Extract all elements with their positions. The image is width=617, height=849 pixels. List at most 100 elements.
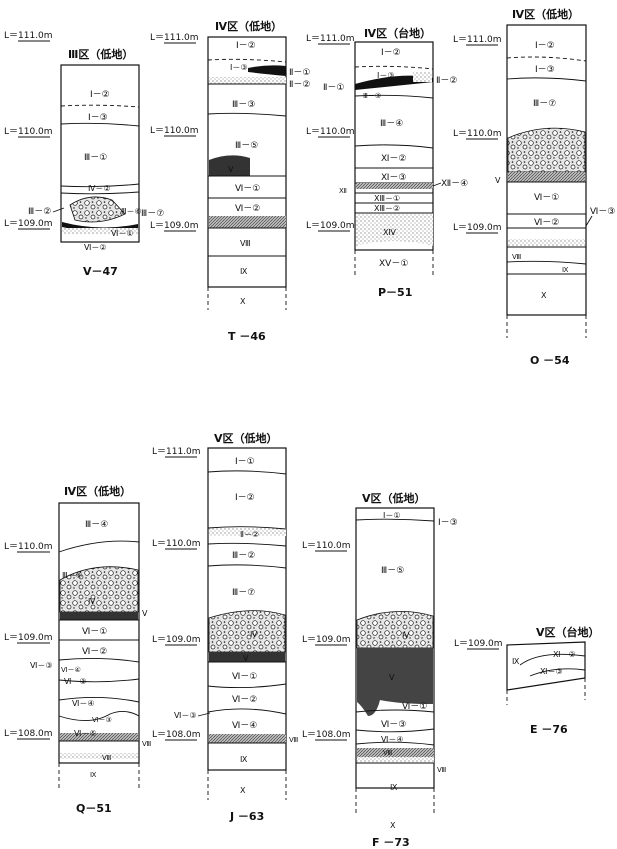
- layer-label: Ⅲ－④: [380, 119, 403, 129]
- layer-label: Ⅰ－③: [230, 63, 248, 72]
- boundary: [60, 122, 140, 127]
- layer-label: Ⅵ－③: [30, 661, 53, 670]
- layer-label: Ⅰ－③: [88, 113, 108, 123]
- column-label: T －46: [228, 330, 266, 343]
- column-title: Ⅴ区（低地）: [362, 491, 426, 505]
- layer-label: Ⅵ－①: [82, 627, 107, 637]
- gravel-layer: [59, 566, 139, 613]
- dotted-layer: [357, 757, 434, 763]
- column-title: Ⅴ区（台地）: [536, 625, 600, 639]
- column-label: E －76: [530, 723, 568, 736]
- elevation-label: L＝110.0m: [150, 126, 199, 136]
- layer-label: Ⅲ－⑦: [232, 588, 255, 598]
- layer-label: Ⅴ: [243, 654, 249, 663]
- elevation-label: L＝111.0m: [453, 35, 502, 45]
- hatched-layer: [209, 216, 286, 228]
- column-p-51: Ⅳ区（台地） Ⅰ－② Ⅰ－③ Ⅱ－① Ⅱ－② Ⅲ－③ Ⅲ－④ Ⅺ－② Ⅺ－③ Ⅻ…: [306, 26, 468, 299]
- column-t-46: Ⅳ区（低地） Ⅰ－② Ⅰ－③ Ⅱ－① Ⅱ－② Ⅲ－③ Ⅲ－⑤ Ⅴ Ⅵ－① Ⅵ－②…: [150, 19, 311, 343]
- layer-label: Ⅱ－②: [436, 76, 458, 86]
- layer-label: Ⅺ－②: [553, 650, 576, 659]
- gravel-layer: [208, 610, 286, 653]
- layer-label: Ⅵ－①: [232, 672, 257, 682]
- elevation-label: L＝108.0m: [4, 729, 53, 739]
- elevation-label: L＝109.0m: [152, 635, 201, 645]
- layer-label: Ⅵ－④: [72, 699, 95, 708]
- gravel-layer: [356, 610, 434, 649]
- layer-label: Ⅲ－②: [232, 551, 255, 561]
- layer-label: Ⅷ: [289, 736, 298, 744]
- column-title: Ⅴ区（低地）: [214, 431, 278, 445]
- layer-label: Ⅰ－①: [383, 511, 401, 520]
- layer-label: Ⅳ: [250, 630, 258, 639]
- layer-label: Ⅴ: [228, 165, 234, 174]
- layer-label: Ⅰ－②: [90, 90, 110, 100]
- elevation-label: L＝109.0m: [453, 223, 502, 233]
- hatched-layer: [356, 183, 433, 189]
- layer-label: Ⅹ: [390, 821, 396, 830]
- elevation-label: L＝111.0m: [306, 34, 355, 44]
- dotted-layer: [356, 213, 433, 246]
- column-label: J －63: [229, 810, 264, 823]
- layer-label: Ⅸ: [240, 267, 248, 276]
- layer-label: Ⅱ－②: [240, 530, 259, 539]
- layer-label: Ⅸ: [240, 755, 248, 764]
- layer-label: Ⅵ－④: [232, 721, 257, 731]
- layer-label: Ⅹ: [240, 786, 246, 795]
- elevation-label: L＝109.0m: [302, 635, 351, 645]
- layer-label: Ⅵ－②: [82, 647, 107, 657]
- layer-label: Ⅵ－①: [235, 184, 260, 194]
- elevation-label: L＝108.0m: [302, 730, 351, 740]
- dotted-layer: [62, 228, 138, 234]
- dotted-layer: [60, 753, 138, 759]
- dark-layer: [357, 648, 433, 716]
- column-j-63: Ⅴ区（低地） Ⅰ－① Ⅰ－② Ⅱ－② Ⅲ－② Ⅲ－⑦ Ⅳ Ⅴ Ⅵ－① Ⅵ－② Ⅵ…: [152, 431, 298, 823]
- layer-label: Ⅲ－⑤: [235, 141, 258, 151]
- column-q-51: Ⅳ区（低地） Ⅲ－④ Ⅲ－⑥ Ⅳ Ⅴ Ⅵ－① Ⅵ－② Ⅵ－④ Ⅵ－③ Ⅵ－③ Ⅵ…: [4, 484, 151, 815]
- layer-label: Ⅰ－③: [377, 71, 395, 80]
- layer-label: Ⅳ: [402, 631, 410, 640]
- dotted-layer: [209, 77, 286, 84]
- dark-layer: [248, 65, 286, 76]
- layer-label: Ⅰ－②: [236, 41, 256, 51]
- layer-label: Ⅵ－③: [590, 207, 615, 217]
- layer-label: Ⅵ－①: [534, 193, 559, 203]
- gravel-layer: [507, 127, 586, 173]
- column-title: Ⅲ区（低地）: [68, 47, 133, 61]
- layer-label: Ⅰ－①: [235, 457, 255, 467]
- elevation-label: L＝110.0m: [306, 127, 355, 137]
- layer-label: Ⅵ－④: [381, 735, 404, 744]
- column-o-54: Ⅳ区（低地） Ⅰ－② Ⅰ－③ Ⅲ－⑦ Ⅴ Ⅵ－① Ⅵ－② Ⅵ－③ Ⅷ Ⅸ Ⅹ L…: [453, 7, 615, 367]
- layer-label: Ⅱ－①: [323, 83, 345, 93]
- layer-label: Ⅵ－③: [92, 716, 112, 724]
- elevation-label: L＝110.0m: [4, 127, 53, 137]
- elevation-label: L＝110.0m: [4, 542, 53, 552]
- layer-label: Ⅲ－③: [232, 100, 255, 110]
- elevation-label: L＝109.0m: [4, 633, 53, 643]
- dark-layer: [60, 612, 138, 620]
- column-label: P－51: [378, 286, 412, 299]
- layer-label: Ⅷ: [383, 749, 392, 757]
- column-f-73: Ⅴ区（低地） Ⅰ－① Ⅰ－③ Ⅲ－⑤ Ⅳ Ⅴ Ⅵ－① Ⅵ－③ Ⅵ－④ Ⅷ Ⅷ Ⅸ…: [302, 491, 458, 849]
- layer-label: Ⅲ－⑥: [62, 571, 83, 580]
- column-label: O －54: [530, 354, 570, 367]
- elevation-label: L＝111.0m: [4, 31, 53, 41]
- layer-label: Ⅲ－⑤: [381, 566, 404, 576]
- layer-label: Ⅵ－②: [232, 695, 257, 705]
- elevation-label: L＝110.0m: [152, 539, 201, 549]
- layer-label: ⅩⅢ－②: [374, 204, 400, 213]
- layer-label: ⅩⅤ－①: [379, 259, 408, 269]
- dotted-layer: [508, 239, 585, 247]
- elevation-label: L＝109.0m: [306, 221, 355, 231]
- dark-layer: [209, 652, 285, 662]
- elevation-label: L＝109.0m: [4, 219, 53, 229]
- hatched-layer: [508, 172, 585, 182]
- layer-label: Ⅲ－⑦: [533, 99, 556, 109]
- boundary: [60, 191, 140, 195]
- column-label: Q－51: [76, 802, 112, 815]
- gravel-layer: [69, 196, 126, 223]
- layer-label: Ⅵ－④: [61, 666, 81, 674]
- layer-label: Ⅹ: [541, 291, 547, 300]
- layer-label: Ⅲ－②: [28, 207, 51, 217]
- layer-label: Ⅸ: [562, 266, 569, 274]
